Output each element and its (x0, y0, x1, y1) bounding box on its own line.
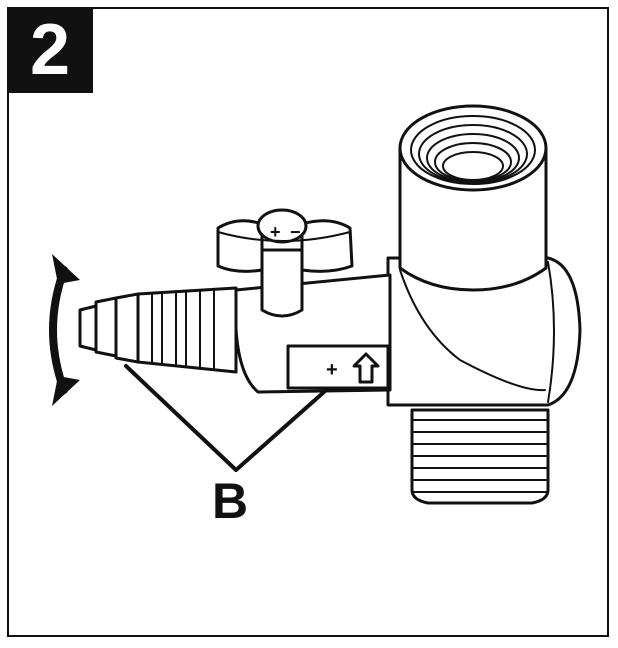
up-arrow-icon (352, 352, 380, 384)
handle-minus-symbol: − (290, 222, 301, 242)
callout-label-b: B (212, 473, 249, 529)
rotation-arrow-icon (49, 254, 80, 406)
step-number: 2 (29, 10, 71, 90)
valve-markings: + − + (270, 222, 338, 381)
callout-lines (124, 364, 326, 472)
body-plus-symbol: + (326, 359, 338, 381)
handle-plus-symbol: + (270, 222, 281, 242)
tee-body (386, 256, 582, 407)
upper-threaded-port (398, 104, 548, 292)
valve-handle (216, 208, 354, 318)
lower-threaded-connector (410, 408, 550, 505)
step-number-badge: 2 (7, 7, 93, 93)
hose-nozzle (78, 286, 238, 374)
